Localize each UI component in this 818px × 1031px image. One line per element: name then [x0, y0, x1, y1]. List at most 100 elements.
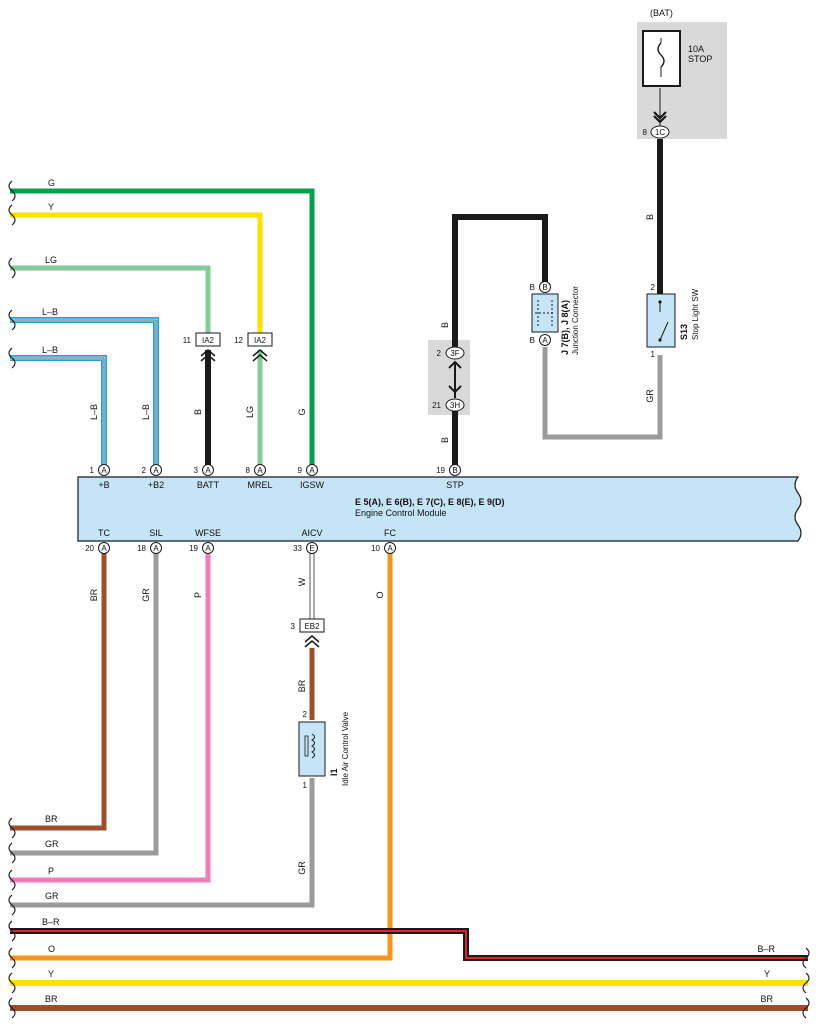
- ecm-terminal-stp: B 19 STP: [436, 464, 464, 490]
- wire-label-y-bl: Y: [48, 969, 54, 979]
- svg-text:Junction Connector: Junction Connector: [571, 286, 580, 355]
- wire-label-lb-a: L–B: [42, 307, 58, 317]
- wire-label-o-fc: O: [375, 591, 385, 598]
- ecm-terminal-plus-b2: A 2 +B2: [142, 464, 164, 490]
- wire-label-lg: LG: [45, 255, 57, 265]
- svg-text:STP: STP: [446, 480, 464, 490]
- svg-text:A: A: [309, 466, 315, 475]
- ecm-terminal-igsw: A 9 IGSW: [298, 464, 325, 490]
- svg-text:B: B: [542, 283, 547, 292]
- eb2-connector: EB2 3: [291, 618, 325, 648]
- svg-text:8: 8: [643, 128, 648, 137]
- wire-label-br-bl: BR: [45, 814, 58, 824]
- svg-text:A: A: [153, 544, 159, 553]
- svg-text:12: 12: [234, 336, 243, 345]
- svg-text:1: 1: [90, 466, 95, 475]
- wire-label-br-valve: BR: [297, 679, 307, 692]
- svg-text:3F: 3F: [450, 349, 459, 358]
- svg-text:10: 10: [371, 544, 380, 553]
- junction-connector: B B A B J 7(B), J 8(A) Junction Connecto…: [530, 281, 580, 355]
- wire-label-b-upper-stp: B: [440, 322, 450, 328]
- svg-text:1C: 1C: [655, 128, 665, 137]
- wire-label-lb-b: L–B: [42, 345, 58, 355]
- ecm-terminal-sil: SIL A 18: [137, 528, 163, 554]
- svg-text:3: 3: [291, 622, 296, 631]
- svg-text:2: 2: [142, 466, 147, 475]
- ecm-terminal-mrel: A 8 MREL: [246, 464, 273, 490]
- svg-text:S13: S13: [679, 324, 689, 340]
- connector-3h: 3H 21: [432, 398, 465, 412]
- svg-text:33: 33: [293, 544, 302, 553]
- wire-label-gr-bl-2: GR: [45, 891, 59, 901]
- svg-text:A: A: [205, 466, 211, 475]
- wire-label-y-right: Y: [764, 969, 770, 979]
- wire-y-ia2: [10, 212, 263, 334]
- svg-text:MREL: MREL: [247, 480, 272, 490]
- wire-lb-plus-b: [10, 355, 107, 465]
- ecm-terminal-aicv: AICV E 33: [293, 528, 323, 554]
- wire-p-wfse: [10, 553, 211, 883]
- wire-label-br-tc: BR: [89, 588, 99, 601]
- svg-text:11: 11: [183, 336, 192, 345]
- ia2-connector-12: IA2 12: [234, 332, 273, 362]
- svg-text:EB2: EB2: [304, 622, 320, 631]
- wire-label-gr-sil: GR: [141, 588, 151, 602]
- wire-label-p-bl: P: [48, 866, 54, 876]
- right-break-markers: [802, 947, 810, 1019]
- wire-label-b-batt: B: [193, 409, 203, 415]
- wire-label-g: G: [48, 178, 55, 188]
- svg-text:2: 2: [651, 283, 656, 292]
- idle-valve-name-container: Idle Air Control Valve: [341, 711, 350, 786]
- svg-text:FC: FC: [384, 528, 396, 538]
- svg-text:BATT: BATT: [197, 480, 220, 490]
- connector-3f: 3F 2: [437, 346, 465, 360]
- wire-label-lg-mrel: LG: [245, 406, 255, 418]
- ecm-box: [77, 476, 802, 542]
- svg-text:TC: TC: [98, 528, 110, 538]
- svg-text:10A: 10A: [688, 44, 704, 54]
- wire-lg-ia2: [10, 265, 211, 334]
- wire-label-br-bl-through: B–R: [42, 917, 60, 927]
- wire-label-gr-sw: GR: [645, 389, 655, 403]
- svg-text:B: B: [530, 283, 535, 292]
- wire-br-tc: [10, 553, 107, 831]
- wire-o-fc: [10, 553, 393, 961]
- wire-label-o-bl: O: [48, 944, 55, 954]
- svg-text:18: 18: [137, 544, 146, 553]
- wire-label-gr-bl-1: GR: [45, 839, 59, 849]
- wire-label-br-bl-bottom: BR: [45, 994, 58, 1004]
- svg-text:1: 1: [303, 781, 308, 790]
- ecm-terminal-plus-b: A 1 +B: [90, 464, 110, 490]
- fuse-supply: (BAT): [650, 8, 673, 18]
- svg-text:SIL: SIL: [149, 528, 163, 538]
- wire-label-w-aicv: W: [297, 577, 307, 586]
- wire-br-through: [10, 928, 808, 961]
- svg-text:IA2: IA2: [254, 336, 267, 345]
- svg-text:AICV: AICV: [301, 528, 322, 538]
- svg-text:8: 8: [246, 466, 251, 475]
- svg-text:1: 1: [651, 350, 656, 359]
- ecm-terminal-batt: A 3 BATT: [194, 464, 220, 490]
- svg-text:J 7(B), J 8(A): J 7(B), J 8(A): [560, 300, 570, 355]
- svg-text:E: E: [309, 544, 314, 553]
- wire-label-p-wfse: P: [193, 592, 203, 598]
- svg-text:A: A: [257, 466, 263, 475]
- svg-text:3H: 3H: [450, 401, 460, 410]
- svg-text:3: 3: [194, 466, 199, 475]
- wire-label-b-lower-stp: B: [440, 437, 450, 443]
- svg-text:B: B: [530, 336, 535, 345]
- svg-text:IGSW: IGSW: [300, 480, 325, 490]
- ecm-subtitle: Engine Control Module: [355, 508, 447, 518]
- svg-text:I1: I1: [329, 768, 339, 776]
- svg-text:A: A: [387, 544, 393, 553]
- idle-valve-name: Idle Air Control Valve: [341, 711, 350, 786]
- connector-1c: 1C 8: [643, 111, 670, 139]
- svg-text:9: 9: [298, 466, 303, 475]
- svg-text:WFSE: WFSE: [195, 528, 221, 538]
- svg-text:A: A: [101, 466, 107, 475]
- wire-lb-plus-b2: [10, 317, 159, 465]
- stop-light-switch: 2 1 S13 Stop Light SW: [646, 283, 700, 359]
- wire-label-y: Y: [48, 202, 54, 212]
- svg-text:A: A: [153, 466, 159, 475]
